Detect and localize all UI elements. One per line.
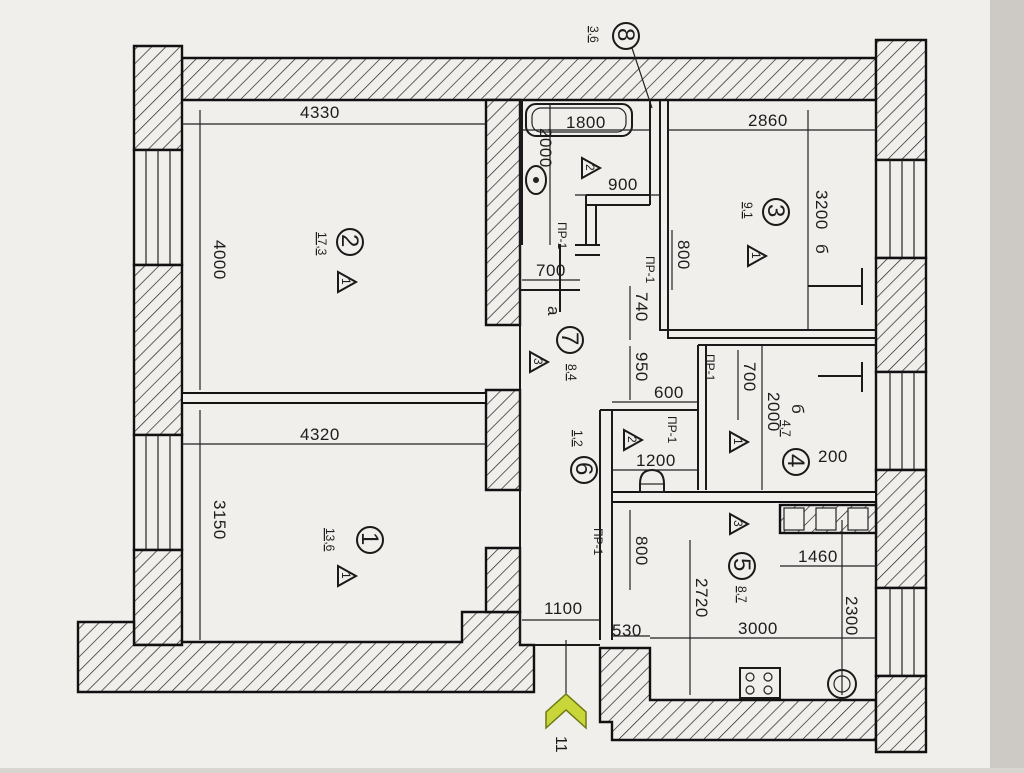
door-type-bath: ПР-1 — [555, 222, 569, 250]
bathtub-icon — [525, 103, 633, 137]
dim-kitchen-3000: 3000 — [738, 619, 778, 638]
dimension-lines — [182, 47, 876, 700]
svg-text:1: 1 — [339, 572, 353, 579]
dim-entry-530: 530 — [612, 621, 642, 640]
dim-room4-2000: 2000 — [764, 392, 783, 432]
dimension-text: 4330 4000 4320 3150 1800 2000 900 700 74… — [210, 103, 861, 640]
door-type-wc: ПР-1 — [665, 416, 679, 444]
section-mark-b-top: б — [812, 244, 831, 254]
category-triangle-icon — [337, 564, 359, 588]
outer-walls — [76, 38, 928, 754]
entrance-marker: 11 — [545, 692, 587, 753]
room-8-label: 8 3,6 2 — [581, 22, 640, 180]
svg-text:3: 3 — [762, 204, 789, 217]
svg-text:7: 7 — [556, 332, 583, 345]
dim-room3-width: 2860 — [748, 111, 788, 130]
section-mark-a: а — [544, 306, 563, 316]
svg-text:2: 2 — [583, 164, 597, 171]
room-4-label: 4 4,7 1 — [729, 420, 810, 476]
svg-text:4,7: 4,7 — [779, 420, 793, 437]
room-3-label: 3 9,1 1 — [741, 198, 790, 268]
dim-room3-height: 3200 — [812, 190, 831, 230]
dim-room1-height: 3150 — [210, 500, 229, 540]
dim-wc-width: 900 — [608, 175, 638, 194]
svg-text:5: 5 — [728, 558, 755, 571]
dim-room2-width: 4330 — [300, 103, 340, 122]
dim-kitchen-1460: 1460 — [798, 547, 838, 566]
category-triangle-icon — [337, 270, 359, 294]
washbasin-icon — [525, 165, 547, 195]
category-triangle-icon — [729, 512, 751, 536]
dim-bath-width: 1800 — [566, 113, 606, 132]
svg-text:3: 3 — [531, 358, 545, 365]
interior-walls — [181, 98, 877, 646]
door-type-labels: ПР-1 ПР-1 ПР-1 ПР-1 ПР-1 а б б — [544, 222, 831, 556]
dim-room4-200: 200 — [818, 447, 848, 466]
door-type-room3: ПР-1 — [643, 256, 657, 284]
svg-text:1: 1 — [731, 438, 745, 445]
room-5-label: 5 8,7 3 — [728, 512, 756, 603]
svg-text:4: 4 — [782, 454, 809, 467]
dim-bath-height: 2000 — [536, 128, 555, 168]
svg-text:1,2: 1,2 — [571, 430, 585, 447]
svg-text:2: 2 — [625, 436, 639, 443]
dim-hall-800: 800 — [632, 536, 651, 566]
svg-text:17,3: 17,3 — [315, 232, 329, 256]
paper-edge — [990, 0, 1024, 768]
dim-kitchen-2720: 2720 — [692, 578, 711, 618]
stove-icon — [739, 667, 781, 699]
svg-text:1: 1 — [356, 532, 383, 545]
door-type-kitchen: ПР-1 — [591, 528, 605, 556]
room-2-label: 2 17,3 1 — [315, 228, 364, 294]
dim-room3-800: 800 — [674, 240, 693, 270]
dim-wc-1200: 1200 — [636, 451, 676, 470]
category-triangle-icon — [729, 430, 751, 454]
svg-text:2: 2 — [336, 234, 363, 247]
entrance-arrow-icon — [545, 692, 587, 730]
dim-room1-width: 4320 — [300, 425, 340, 444]
dim-room2-height: 4000 — [210, 240, 229, 280]
category-triangle-icon — [581, 156, 603, 180]
svg-text:3,6: 3,6 — [587, 26, 601, 43]
dim-door-950: 950 — [632, 352, 651, 382]
svg-text:9,1: 9,1 — [741, 202, 755, 219]
dim-door-600: 600 — [654, 383, 684, 402]
dim-door-740: 740 — [632, 292, 651, 322]
section-mark-b-bottom: б — [788, 404, 807, 414]
category-triangle-icon — [747, 244, 769, 268]
dim-room4-700: 700 — [740, 362, 759, 392]
dim-entry-1100: 1100 — [544, 599, 583, 618]
category-triangle-icon — [623, 428, 645, 452]
category-triangle-icon — [529, 350, 551, 374]
svg-text:1: 1 — [749, 252, 763, 259]
dim-kitchen-2300: 2300 — [842, 596, 861, 636]
entrance-number: 11 — [552, 736, 569, 753]
room-1-label: 1 13,6 1 — [323, 526, 384, 588]
svg-text:13,6: 13,6 — [323, 528, 337, 552]
svg-text:8,4: 8,4 — [565, 364, 579, 381]
svg-text:1: 1 — [339, 278, 353, 285]
fixtures — [525, 103, 878, 699]
door-type-room4: ПР-1 — [703, 354, 717, 382]
svg-text:8,7: 8,7 — [735, 586, 749, 603]
room-7-label: 7 8,4 3 — [529, 326, 584, 381]
room-labels: 2 17,3 1 1 13,6 1 3 9,1 1 4 4,7 1 — [315, 22, 810, 603]
dim-hall-700: 700 — [536, 261, 566, 280]
svg-text:8: 8 — [612, 28, 639, 41]
room-6-label: 6 1,2 2 — [570, 428, 645, 484]
svg-text:6: 6 — [570, 462, 597, 475]
svg-text:3: 3 — [731, 520, 745, 527]
